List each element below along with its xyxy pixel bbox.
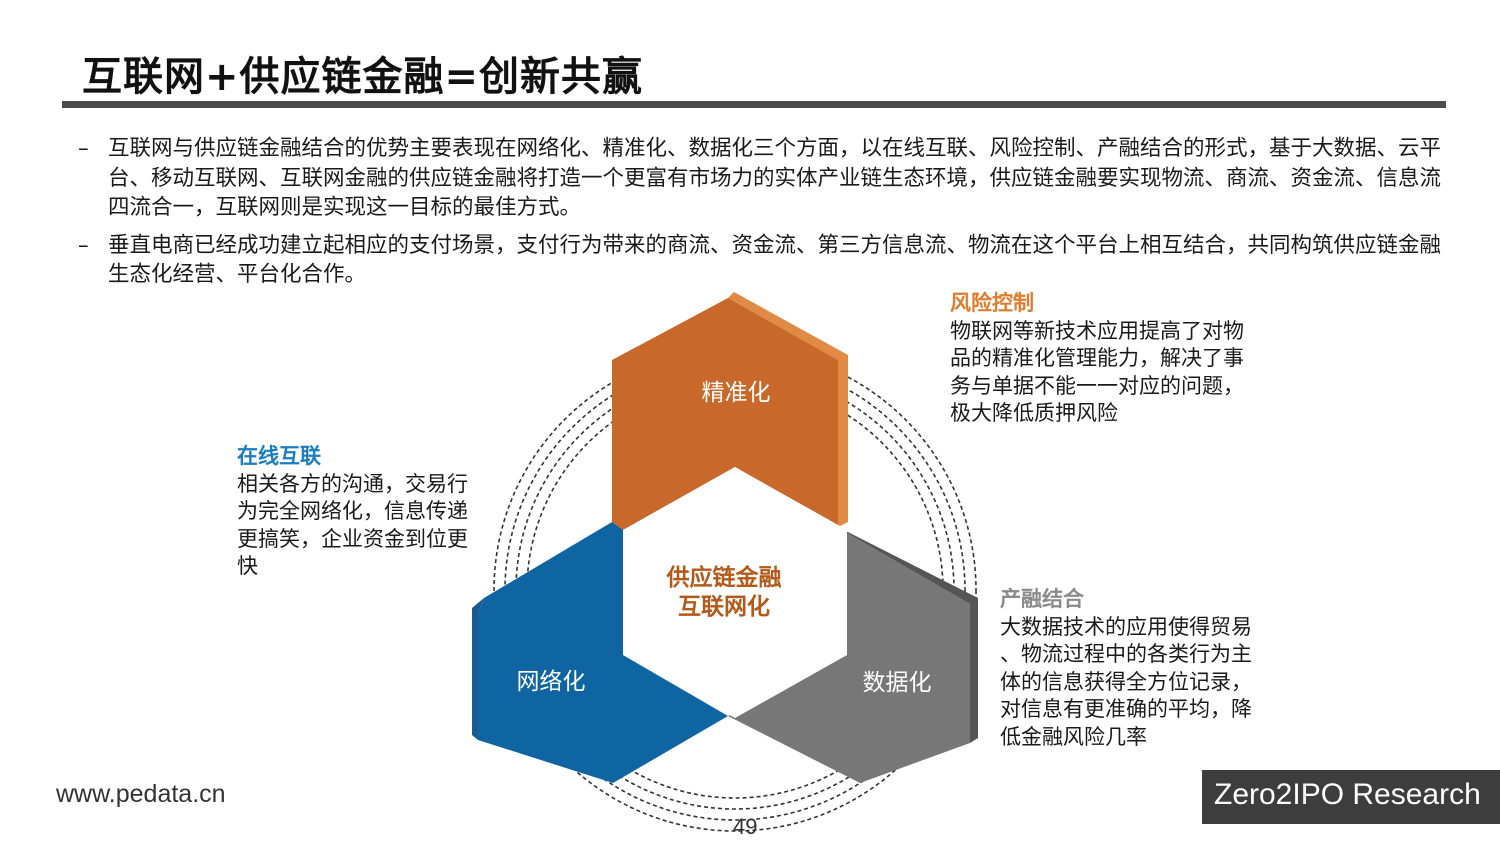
annotation-industry-finance: 产融结合 大数据技术的应用使得贸易 、物流过程中的各类行为主 体的信息获得全方位… <box>1000 586 1300 751</box>
hexagon-precision-face <box>612 298 838 530</box>
hexagon-data-face <box>728 532 970 783</box>
hexagon-network <box>472 522 728 783</box>
annotation-title: 产融结合 <box>1000 587 1084 611</box>
annotation-title: 在线互联 <box>237 444 321 468</box>
hexagon-network-face <box>478 522 728 783</box>
annotation-risk-control: 风险控制 物联网等新技术应用提高了对物 品的精准化管理能力，解决了事 务与单据不… <box>950 290 1290 428</box>
annotation-line: 快 <box>237 554 258 578</box>
annotation-line: 大数据技术的应用使得贸易 <box>1000 614 1252 639</box>
annotation-title: 风险控制 <box>950 291 1034 315</box>
annotation-online-interconnect: 在线互联 相关各方的沟通，交易行 为完全网络化，信息传递 更搞笑，企业资金到位更… <box>237 443 507 581</box>
annotation-line: 为完全网络化，信息传递 <box>237 499 468 523</box>
bullet-dash: – <box>78 136 89 161</box>
center-label-line2: 互联网化 <box>678 593 770 620</box>
hexagon-data-side <box>838 527 978 743</box>
title-divider <box>62 101 1446 108</box>
bullet-item: – 互联网与供应链金融结合的优势主要表现在网络化、精准化、数据化三个方面，以在线… <box>78 134 1443 223</box>
center-label-line1: 供应链金融 <box>666 564 782 591</box>
bullet-list: – 互联网与供应链金融结合的优势主要表现在网络化、精准化、数据化三个方面，以在线… <box>78 134 1443 298</box>
annotation-line: 相关各方的沟通，交易行 <box>237 471 468 496</box>
brand-text: Zero2IPO Research <box>1214 778 1481 811</box>
precision-label: 精准化 <box>702 380 771 406</box>
center-hexagon <box>623 467 847 718</box>
annotation-line: 更搞笑，企业资金到位更 <box>237 526 468 551</box>
bullet-text: 垂直电商已经成功建立起相应的支付场景，支付行为带来的商流、资金流、第三方信息流、… <box>108 232 1442 288</box>
hexagon-precision <box>612 292 848 530</box>
annotation-line: 低金融风险几率 <box>1000 724 1147 749</box>
annotation-line: 对信息有更准确的平均，降 <box>1000 697 1252 721</box>
brand-logo-box: Zero2IPO Research <box>1202 770 1500 824</box>
footer-website-link[interactable]: www.pedata.cn <box>56 780 226 808</box>
annotation-line: 、物流过程中的各类行为主 <box>1000 642 1252 666</box>
bullet-dash: – <box>78 232 89 258</box>
page-number: 49 <box>733 814 758 839</box>
annotation-line: 体的信息获得全方位记录， <box>1000 669 1252 694</box>
bullet-item: – 垂直电商已经成功建立起相应的支付场景，支付行为带来的商流、资金流、第三方信息… <box>78 231 1443 290</box>
network-label: 网络化 <box>517 669 586 695</box>
data-label: 数据化 <box>863 670 932 696</box>
page-title: 互联网+供应链金融=创新共赢 <box>82 54 644 100</box>
bullet-text: 互联网与供应链金融结合的优势主要表现在网络化、精准化、数据化三个方面，以在线互联… <box>108 136 1442 220</box>
annotation-line: 务与单据不能一一对应的问题， <box>950 373 1244 398</box>
annotation-line: 极大降低质押风险 <box>950 401 1118 425</box>
hexagon-data <box>728 527 978 783</box>
annotation-line: 品的精准化管理能力，解决了事 <box>950 346 1244 370</box>
annotation-line: 物联网等新技术应用提高了对物 <box>950 318 1244 343</box>
